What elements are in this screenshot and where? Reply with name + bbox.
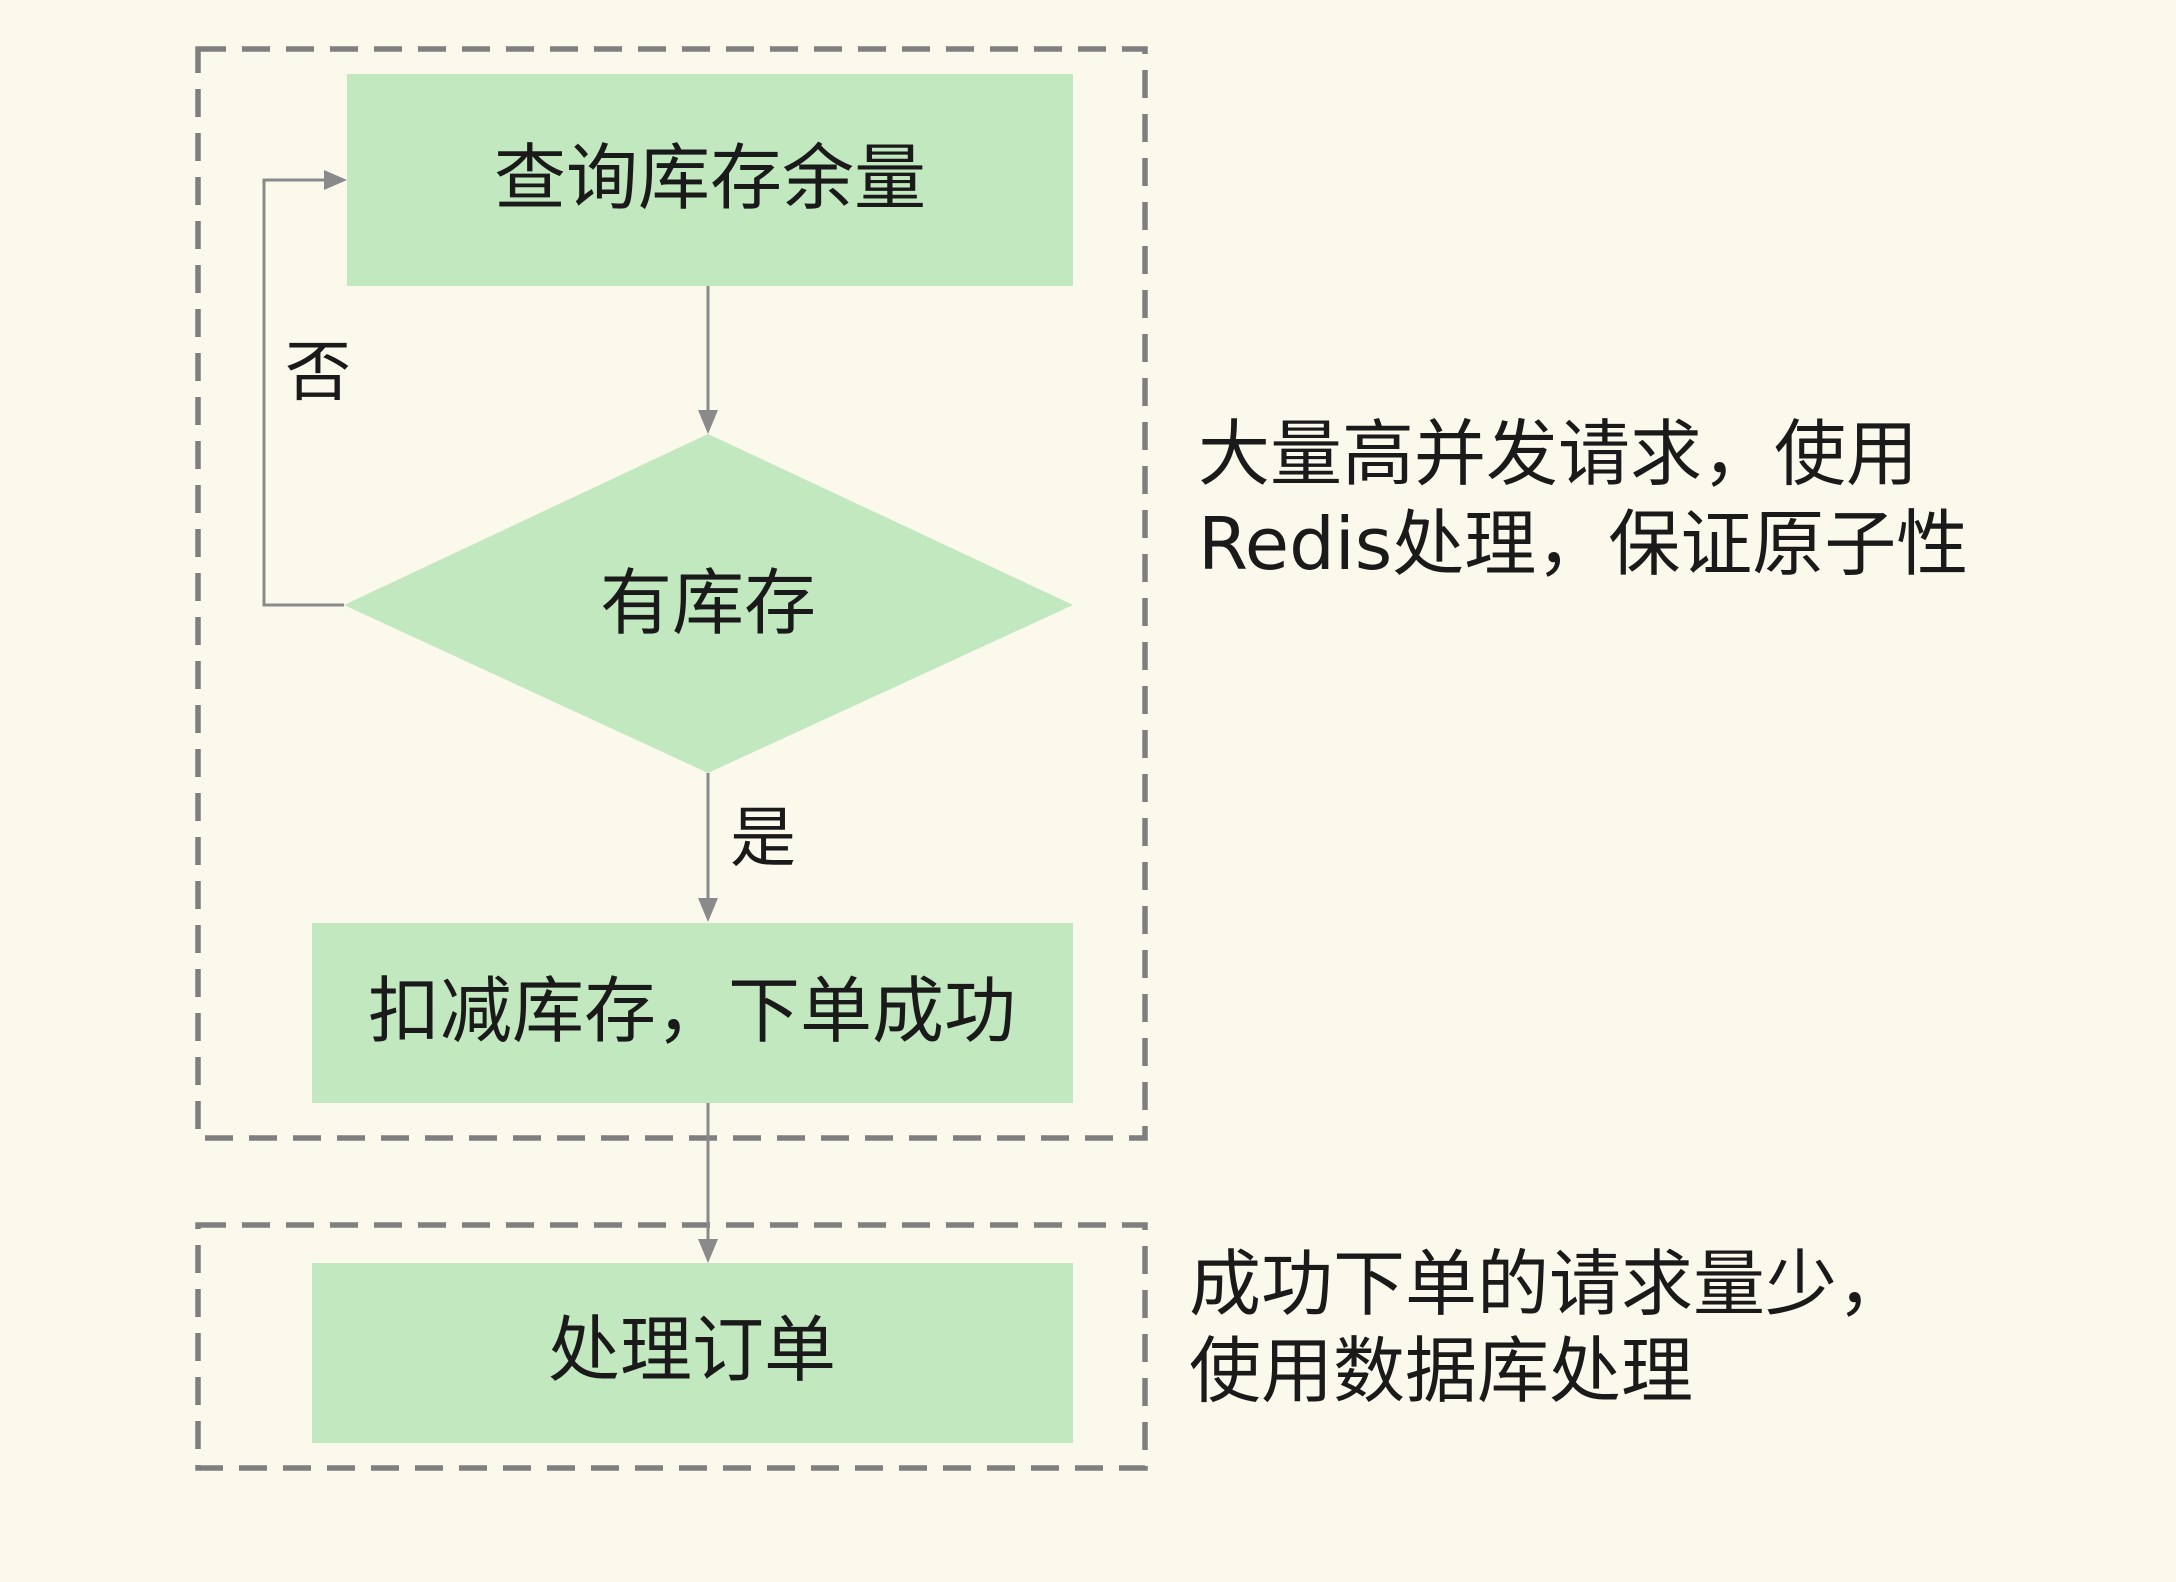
query-stock-label: 查询库存余量 <box>494 136 926 220</box>
database-stage-boundary <box>195 1222 1148 1471</box>
redis-note-line2: Redis处理，保证原子性 <box>1198 502 1968 586</box>
process-order-label: 处理订单 <box>548 1308 836 1392</box>
edge-yes-arrowhead <box>698 898 718 922</box>
redis-stage-boundary <box>195 46 1148 1141</box>
process-order-node <box>312 1263 1073 1443</box>
edge-yes-label: 是 <box>730 800 796 877</box>
query-stock-node <box>347 74 1073 286</box>
deduct-order-label: 扣减库存，下单成功 <box>368 969 1016 1053</box>
edge-no-label: 否 <box>285 334 351 411</box>
db-note-line2: 使用数据库处理 <box>1189 1329 1693 1413</box>
deduct-order-node <box>312 923 1073 1103</box>
edge-deduct-to-process-arrowhead <box>698 1239 718 1263</box>
edge-no-loop-arrowhead <box>324 170 347 190</box>
redis-note-line1: 大量高并发请求，使用 <box>1198 412 1918 496</box>
db-note-line1: 成功下单的请求量少， <box>1189 1242 1909 1326</box>
has-stock-decision <box>344 434 1073 773</box>
edge-query-to-decision-arrowhead <box>698 410 718 434</box>
edge-no-loop <box>262 178 344 607</box>
has-stock-label: 有库存 <box>600 561 816 645</box>
